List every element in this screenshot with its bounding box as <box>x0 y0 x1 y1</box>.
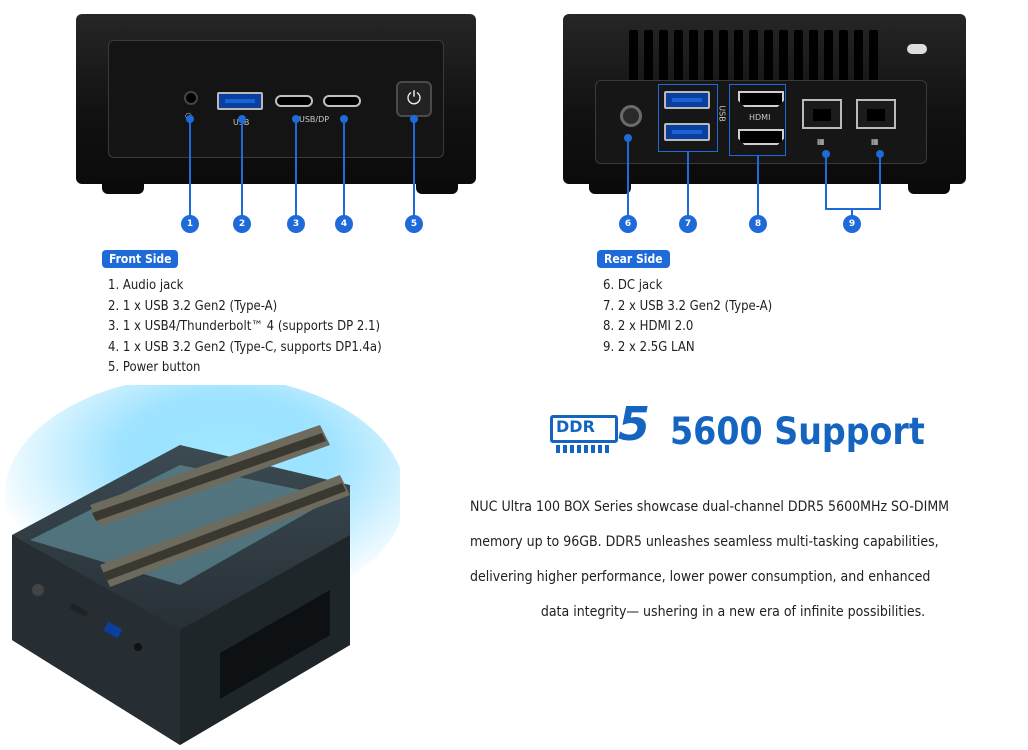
side-vent <box>220 590 330 699</box>
device-foot <box>416 182 458 194</box>
leader-line <box>627 138 629 218</box>
leader-line <box>343 119 345 219</box>
list-item: 1. Audio jack <box>108 278 184 293</box>
network-icon: ▦ <box>871 137 879 146</box>
open-minipc-image <box>5 385 400 745</box>
description-line: delivering higher performance, lower pow… <box>470 569 931 585</box>
network-icon: ▦ <box>817 137 825 146</box>
callout-1: 1 <box>181 215 199 233</box>
leader-line <box>241 119 243 219</box>
leader-line <box>825 208 881 210</box>
callout-8: 8 <box>749 215 767 233</box>
list-item: 2. 1 x USB 3.2 Gen2 (Type-A) <box>108 298 278 314</box>
usb-highlight-box <box>658 84 718 152</box>
vent-grille <box>629 30 885 86</box>
ddr5-logo: DDR 5 <box>548 397 652 461</box>
list-item: 3. 1 x USB4/Thunderbolt™ 4 (supports DP … <box>108 319 381 334</box>
audio-jack-port <box>134 643 142 651</box>
list-item: 5. Power button <box>108 360 201 375</box>
device-foot <box>589 182 631 194</box>
description-line: NUC Ultra 100 BOX Series showcase dual-c… <box>470 499 950 515</box>
leader-line <box>757 156 759 218</box>
hdmi-port-label: HDMI <box>749 113 771 122</box>
audio-jack-port <box>184 91 198 105</box>
usb-a-port <box>217 92 263 110</box>
hdmi-port <box>738 91 784 107</box>
list-item: 8. 2 x HDMI 2.0 <box>603 319 694 334</box>
leader-line <box>879 154 881 210</box>
leader-line <box>687 152 689 218</box>
callout-7: 7 <box>679 215 697 233</box>
ddr5-heading: 5600 Support <box>670 410 925 453</box>
usb-a-port <box>103 621 123 639</box>
description-line: data integrity— ushering in a new era of… <box>540 604 926 620</box>
leader-line <box>413 119 415 219</box>
hdmi-highlight-box <box>729 84 786 156</box>
callout-3: 3 <box>287 215 305 233</box>
leader-line <box>189 119 191 219</box>
usb-a-port <box>664 123 710 141</box>
description-line: memory up to 96GB. DDR5 unleashes seamle… <box>470 534 939 550</box>
callout-9: 9 <box>843 215 861 233</box>
leader-line <box>851 208 853 218</box>
device-foot <box>908 182 950 194</box>
callout-6: 6 <box>619 215 637 233</box>
list-item: 4. 1 x USB 3.2 Gen2 (Type-C, supports DP… <box>108 339 382 355</box>
ddr5-logo-pins <box>556 445 612 453</box>
usb-dp-port-label: USB/DP <box>299 115 330 124</box>
lan-port <box>802 99 842 129</box>
ddr5-logo-word: DDR <box>556 417 595 436</box>
usb-c-port <box>69 603 89 617</box>
front-panel: ○ USB USB/DP ⏻ <box>108 40 444 158</box>
ddr5-description: NUC Ultra 100 BOX Series showcase dual-c… <box>470 490 996 630</box>
ddr5-logo-frame <box>550 415 618 443</box>
front-spec-list: 1. Audio jack 2. 1 x USB 3.2 Gen2 (Type-… <box>108 276 382 379</box>
rear-spec-list: 6. DC jack 7. 2 x USB 3.2 Gen2 (Type-A) … <box>603 276 772 358</box>
power-icon: ⏻ <box>396 81 432 117</box>
case-front <box>12 535 180 745</box>
leader-line <box>825 154 827 210</box>
rear-side-tag: Rear Side <box>597 250 670 268</box>
usb-c-port <box>323 95 361 107</box>
power-icon <box>32 584 44 596</box>
callout-2: 2 <box>233 215 251 233</box>
callout-5: 5 <box>405 215 423 233</box>
ram-slot <box>100 475 350 587</box>
lock-icon <box>907 44 927 54</box>
front-side-tag: Front Side <box>102 250 179 268</box>
dc-power-icon <box>620 105 642 127</box>
usb-port-label: USB <box>717 105 727 122</box>
ram-slot <box>90 425 330 527</box>
usb4-port <box>275 95 313 107</box>
usb-a-port <box>664 91 710 109</box>
motherboard <box>30 465 335 585</box>
lan-port <box>856 99 896 129</box>
front-device-image: ○ USB USB/DP ⏻ <box>76 14 476 194</box>
list-item: 7. 2 x USB 3.2 Gen2 (Type-A) <box>603 298 773 314</box>
rear-panel: USB HDMI ▦ ▦ <box>595 80 927 164</box>
callout-4: 4 <box>335 215 353 233</box>
ddr5-logo-number: 5 <box>618 397 651 451</box>
device-foot <box>102 182 144 194</box>
hdmi-port <box>738 129 784 145</box>
list-item: 6. DC jack <box>603 278 663 293</box>
leader-line <box>295 119 297 219</box>
list-item: 9. 2 x 2.5G LAN <box>603 339 695 355</box>
